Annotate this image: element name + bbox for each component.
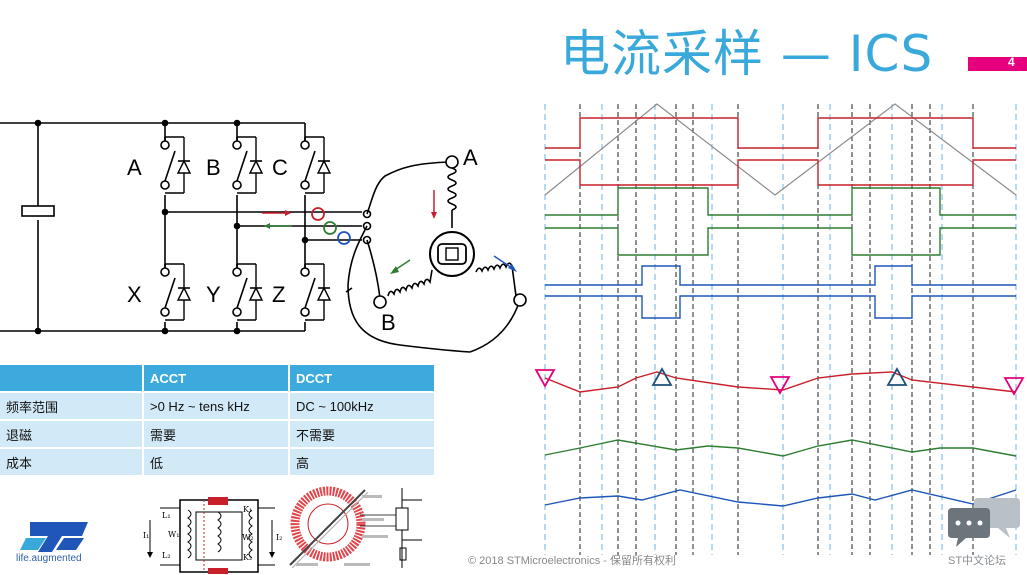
motor-label-a: A bbox=[463, 145, 478, 170]
current-sensors bbox=[262, 207, 351, 245]
page-title: 电流采样 — ICS bbox=[560, 25, 934, 83]
page-number-bar bbox=[968, 57, 1027, 71]
label-w1: W₁ bbox=[168, 530, 179, 539]
label-i1: I₁ bbox=[143, 531, 149, 540]
table-cell: DC ~ 100kHz bbox=[288, 393, 434, 419]
igbt-switch: C bbox=[272, 136, 332, 195]
igbt-switch: A bbox=[127, 136, 192, 195]
table-header-row: ACCT DCCT bbox=[0, 365, 434, 391]
motor-current-arrows bbox=[390, 190, 517, 274]
sensor-comparison-table: ACCT DCCT 频率范围 >0 Hz ~ tens kHz DC ~ 100… bbox=[0, 363, 434, 477]
motor-diagram bbox=[345, 155, 527, 353]
sample-marker-icon bbox=[651, 367, 673, 386]
carrier-triangle bbox=[544, 103, 1017, 196]
forum-label: ST中文论坛 bbox=[948, 555, 1007, 567]
label-k1: K₁ bbox=[243, 505, 252, 514]
igbt-switch: Z bbox=[272, 263, 332, 322]
label-w2: W₂ bbox=[242, 533, 253, 542]
table-cell: >0 Hz ~ tens kHz bbox=[142, 393, 288, 419]
switch-label: Y bbox=[206, 282, 221, 307]
table-cell: 低 bbox=[142, 449, 288, 475]
brand-slogan: life.augmented bbox=[16, 553, 82, 564]
igbt-switch: B bbox=[206, 136, 264, 195]
switch-label: X bbox=[127, 282, 142, 307]
table-cell: 频率范围 bbox=[0, 393, 142, 419]
pwm-blue-high bbox=[545, 265, 1016, 286]
table-cell: 高 bbox=[288, 449, 434, 475]
inverter-legs bbox=[161, 119, 362, 335]
table-row: 成本 低 高 bbox=[0, 449, 434, 475]
timing-diagram bbox=[534, 103, 1025, 555]
igbt-switch: X bbox=[127, 263, 192, 322]
label-i2: I₂ bbox=[276, 533, 282, 542]
pwm-green-high bbox=[545, 187, 1016, 216]
table-header-cell bbox=[0, 365, 142, 391]
table-row: 退磁 需要 不需要 bbox=[0, 421, 434, 447]
switch-label: A bbox=[127, 155, 142, 180]
switch-label: C bbox=[272, 155, 288, 180]
table-cell: 退磁 bbox=[0, 421, 142, 447]
sample-marker-icon bbox=[1003, 377, 1025, 396]
table-header-cell: DCCT bbox=[288, 365, 434, 391]
sample-marker-icon bbox=[886, 367, 908, 386]
st-logo bbox=[20, 522, 88, 552]
igbt-switch: Y bbox=[206, 263, 264, 322]
table-header-cell: ACCT bbox=[142, 365, 288, 391]
hall-sensor-drawing bbox=[289, 486, 422, 569]
current-green bbox=[544, 439, 1017, 457]
label-k2: K₂ bbox=[243, 553, 252, 562]
copyright-footer: © 2018 STMicroelectronics - 保留所有权利 bbox=[468, 555, 676, 567]
motor-label-b: B bbox=[381, 310, 396, 335]
table-row: 频率范围 >0 Hz ~ tens kHz DC ~ 100kHz bbox=[0, 393, 434, 419]
current-blue bbox=[544, 489, 1017, 507]
pwm-green-low bbox=[545, 227, 1016, 256]
current-transformer-drawing: L₁ W₁ L₂ I₁ K₁ W₂ K₂ I₂ bbox=[143, 497, 282, 574]
label-l1: L₁ bbox=[162, 511, 171, 520]
switch-label: Z bbox=[272, 282, 285, 307]
table-cell: 需要 bbox=[142, 421, 288, 447]
sample-marker-icon bbox=[769, 376, 791, 395]
igbt-switches: A B C X Y Z bbox=[127, 136, 332, 322]
pwm-red-low bbox=[545, 159, 1016, 186]
pwm-red-high bbox=[545, 117, 1016, 149]
pwm-blue-low bbox=[545, 295, 1016, 319]
page-number: 4 bbox=[1008, 55, 1015, 69]
table-cell: 成本 bbox=[0, 449, 142, 475]
label-l2: L₂ bbox=[162, 551, 171, 560]
current-red bbox=[544, 371, 1017, 393]
sample-marker-icon bbox=[534, 369, 556, 388]
table-cell: 不需要 bbox=[288, 421, 434, 447]
switch-label: B bbox=[206, 155, 221, 180]
chat-icon bbox=[948, 498, 1020, 547]
